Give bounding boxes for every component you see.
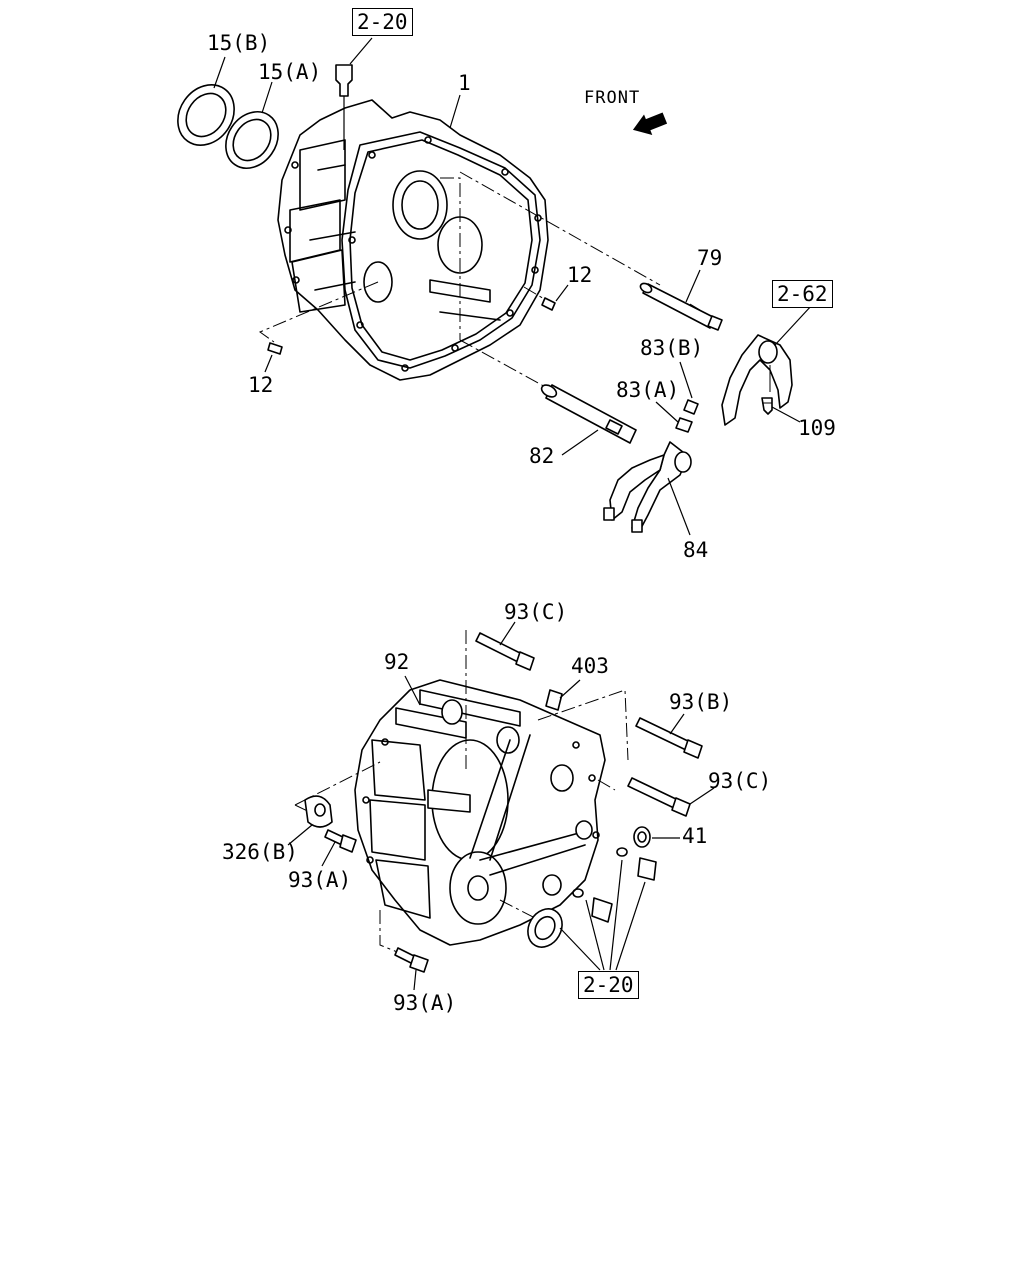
callout-93c-right: 93(C) xyxy=(708,769,772,793)
callout-15b: 15(B) xyxy=(207,31,271,55)
dowel-pin-12-right xyxy=(541,297,556,311)
oil-seal-15b xyxy=(177,84,235,146)
bolt-93a-bottom xyxy=(394,947,429,973)
bolt-93c-top xyxy=(475,632,535,671)
breather-fitting xyxy=(335,37,373,150)
bolt-93c-right xyxy=(627,777,691,817)
callout-93c-top: 93(C) xyxy=(504,600,568,624)
callout-93a-bottom: 93(A) xyxy=(393,991,457,1015)
bracket-326b xyxy=(304,795,333,828)
drain-plug xyxy=(616,847,657,881)
screw-109 xyxy=(761,397,773,415)
callout-93b: 93(B) xyxy=(669,690,733,714)
shift-fork-2-62 xyxy=(721,334,793,426)
callout-2-20-top: 2-20 xyxy=(352,8,413,37)
shift-rail-82 xyxy=(540,384,637,444)
callout-109: 109 xyxy=(798,416,836,440)
callout-12-right: 12 xyxy=(567,263,593,287)
transmission-case-92 xyxy=(354,679,606,946)
callout-79: 79 xyxy=(697,246,723,270)
filler-plug xyxy=(572,888,613,923)
callout-93a-left: 93(A) xyxy=(288,868,352,892)
callout-15a: 15(A) xyxy=(258,60,322,84)
spring-83b xyxy=(683,399,699,415)
callout-2-20-bottom: 2-20 xyxy=(578,971,639,1000)
callout-2-62: 2-62 xyxy=(772,280,833,309)
pin-83a xyxy=(675,417,693,433)
callout-1: 1 xyxy=(458,71,471,95)
callout-84: 84 xyxy=(683,538,709,562)
callout-403: 403 xyxy=(571,654,609,678)
bolt-93b xyxy=(635,717,703,759)
dowel-pin-12-left xyxy=(267,342,283,355)
front-direction-label: FRONT xyxy=(584,88,641,108)
callout-83a: 83(A) xyxy=(616,378,680,402)
callout-92: 92 xyxy=(384,650,410,674)
oil-seal-15a xyxy=(225,111,279,169)
oil-seal-bottom xyxy=(527,908,563,948)
front-arrow-icon xyxy=(632,112,668,135)
callout-83b: 83(B) xyxy=(640,336,704,360)
callout-82: 82 xyxy=(529,444,555,468)
washer-41 xyxy=(633,826,651,848)
callout-326b: 326(B) xyxy=(222,840,298,864)
callout-41: 41 xyxy=(682,824,708,848)
dowel-403 xyxy=(545,689,563,711)
callout-12-left: 12 xyxy=(248,373,274,397)
bolt-93a-left xyxy=(324,829,357,853)
shift-rail-79 xyxy=(639,282,723,331)
shift-fork-84 xyxy=(603,441,692,533)
clutch-housing xyxy=(277,99,549,381)
